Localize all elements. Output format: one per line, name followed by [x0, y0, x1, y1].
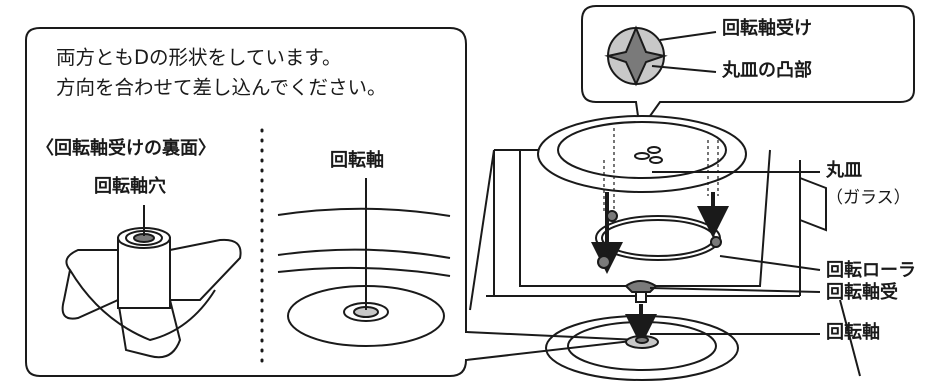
leader-lines	[649, 171, 821, 335]
plate-material-label: （ガラス）	[826, 188, 911, 208]
coupler-label-top: 回転軸受け	[722, 18, 812, 39]
plate-bump-label: 丸皿の凸部	[722, 60, 812, 81]
roller-ring	[595, 210, 722, 269]
coupler-top-view	[604, 25, 668, 87]
shaft-label-left: 回転軸	[330, 150, 384, 171]
turntable-base	[545, 315, 739, 381]
callout-line-2: 方向を合わせて差し込んでください。	[56, 76, 387, 99]
shaft-hole-label: 回転軸穴	[94, 176, 166, 197]
underside-heading: 〈回転軸受けの裏面〉	[36, 138, 216, 159]
roller-label: 回転ローラ	[826, 260, 916, 281]
shaft-label-right: 回転軸	[826, 322, 880, 343]
callout-line-1: 両方ともDの形状をしています。	[56, 46, 342, 69]
shaft-illustration	[277, 178, 451, 347]
coupler-label-right: 回転軸受	[826, 282, 898, 303]
guide-lines	[603, 128, 719, 214]
plate-label: 丸皿	[826, 160, 862, 181]
coupler	[624, 280, 658, 303]
glass-plate	[537, 115, 747, 193]
coupler-underside-illustration	[61, 205, 242, 359]
